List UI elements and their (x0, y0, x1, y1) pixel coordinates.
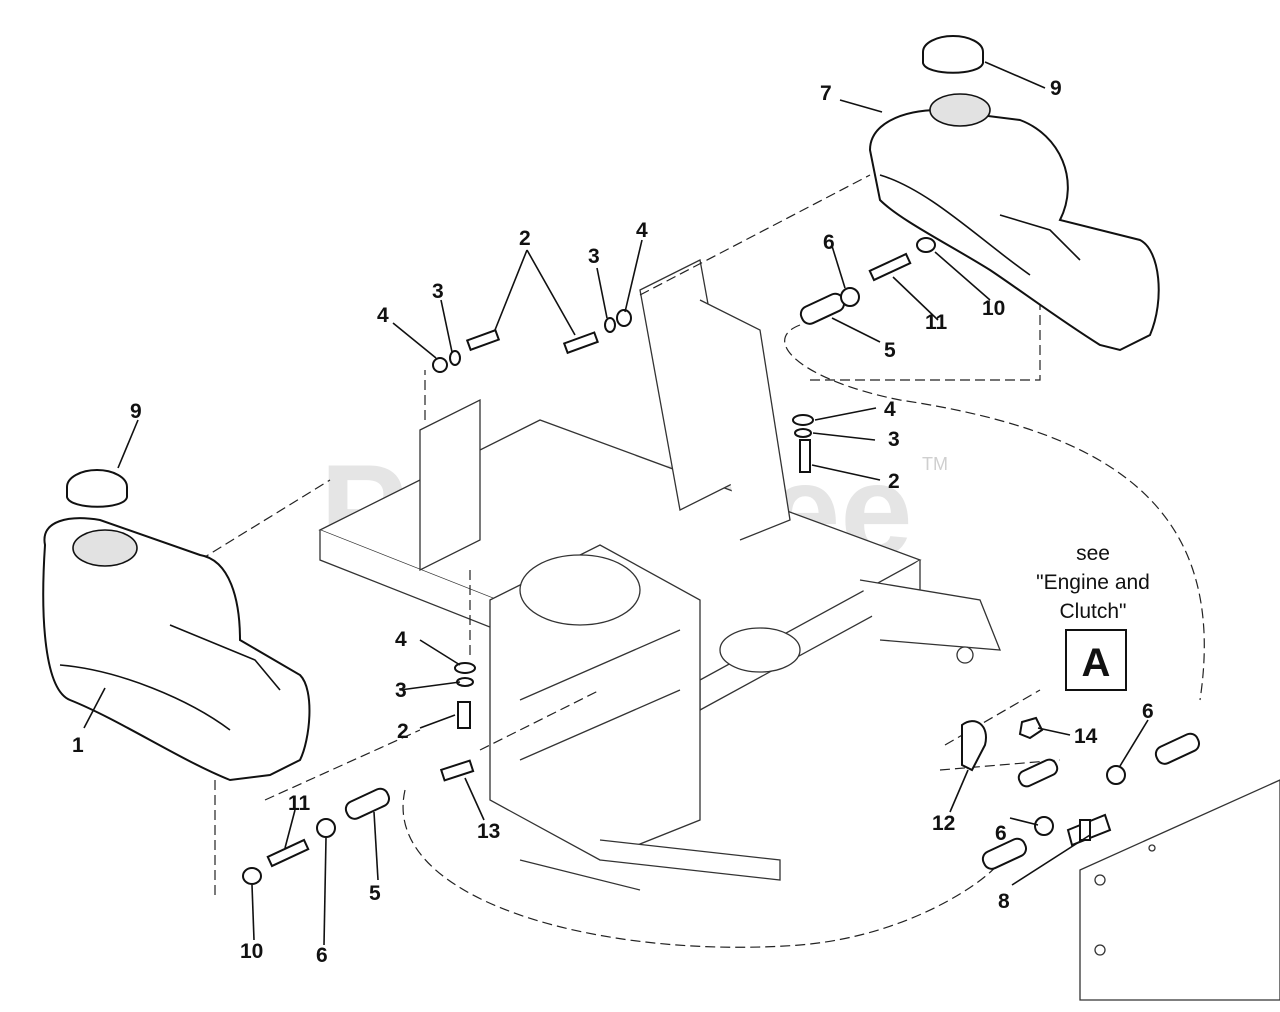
mount-plate (1079, 779, 1280, 1001)
callout-5: 5 (884, 339, 896, 362)
callout-3: 3 (395, 679, 407, 702)
callout-11: 11 (288, 792, 311, 815)
callout-4: 4 (377, 304, 389, 327)
left-fuel-tank (42, 517, 311, 782)
callout-6: 6 (1142, 700, 1154, 723)
reference-note: see "Engine and Clutch" A (1036, 542, 1150, 691)
callout-10: 10 (982, 297, 1005, 320)
right-fuel-cap (922, 35, 984, 74)
reference-box (1065, 629, 1127, 691)
callout-4: 4 (395, 628, 407, 651)
callout-6: 6 (316, 944, 328, 967)
callout-11: 11 (925, 311, 948, 334)
left-fuel-cap (66, 469, 128, 508)
callout-3: 3 (888, 428, 900, 451)
callout-8: 8 (998, 890, 1010, 913)
note-line-1: see (1076, 542, 1110, 565)
callout-7: 7 (820, 82, 832, 105)
note-line-2: "Engine and (1036, 571, 1150, 594)
callout-6: 6 (995, 822, 1007, 845)
callout-10: 10 (240, 940, 263, 963)
callout-4: 4 (884, 398, 896, 421)
callout-2: 2 (397, 720, 409, 743)
callout-2: 2 (519, 227, 531, 250)
callout-13: 13 (477, 820, 500, 843)
leader-lines (83, 61, 1149, 946)
callout-9: 9 (130, 400, 142, 423)
right-fuel-tank (868, 93, 1160, 352)
hardware-parts (242, 237, 1201, 885)
alignment-lines (199, 174, 1205, 948)
callout-4: 4 (636, 219, 648, 242)
callout-12: 12 (932, 812, 955, 835)
chassis-frame (318, 259, 1001, 891)
callout-3: 3 (432, 280, 444, 303)
callout-1: 1 (72, 734, 84, 757)
watermark-trademark: TM (922, 454, 948, 474)
callout-9: 9 (1050, 77, 1062, 100)
callout-6: 6 (823, 231, 835, 254)
callout-labels: 1 7 9 9 2 2 2 3 3 3 3 4 4 4 4 5 5 6 6 6 … (72, 77, 1154, 967)
reference-box-letter: A (1082, 641, 1111, 685)
callout-3: 3 (588, 245, 600, 268)
callout-5: 5 (369, 882, 381, 905)
callout-14: 14 (1074, 725, 1098, 748)
note-line-3: Clutch" (1060, 600, 1127, 623)
callout-2: 2 (888, 470, 900, 493)
